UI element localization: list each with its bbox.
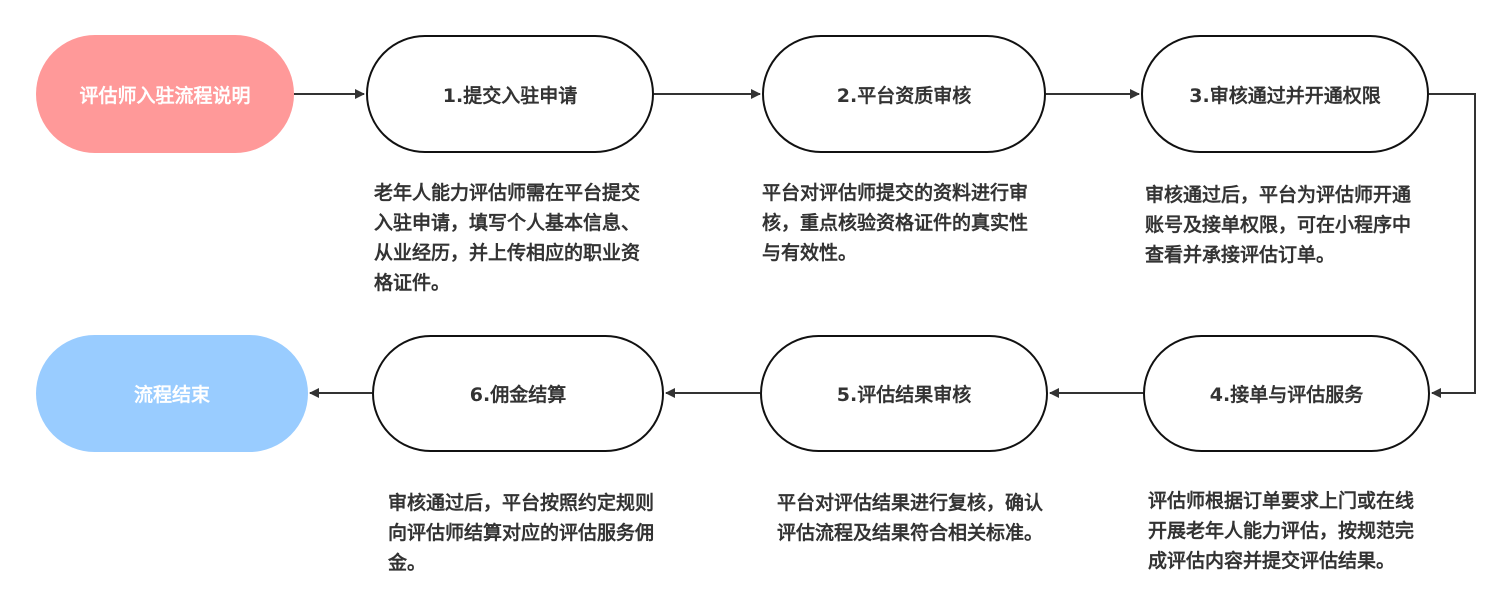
step-5-node: 5.评估结果审核 <box>760 335 1048 452</box>
step-6-description: 审核通过后，平台按照约定规则 向评估师结算对应的评估服务佣 金。 <box>388 492 655 574</box>
end-node: 流程结束 <box>36 335 308 452</box>
step-2-node: 2.平台资质审核 <box>762 35 1046 153</box>
step-3-description: 审核通过后，平台为评估师开通 账号及接单权限，可在小程序中 查看并承接评估订单。 <box>1145 184 1412 266</box>
start-node: 评估师入驻流程说明 <box>36 35 294 153</box>
step-4-node: 4.接单与评估服务 <box>1143 335 1430 452</box>
step-2-description: 平台对评估师提交的资料进行审 核，重点核验资格证件的真实性 与有效性。 <box>762 182 1029 264</box>
step-6-node: 6.佣金结算 <box>372 335 664 452</box>
step-4-description: 评估师根据订单要求上门或在线 开展老年人能力评估，按规范完 成评估内容并提交评估… <box>1148 490 1415 572</box>
arrow-3-to-4 <box>1429 93 1476 398</box>
step-1-description: 老年人能力评估师需在平台提交 入驻申请，填写个人基本信息、 从业经历，并上传相应… <box>374 182 641 294</box>
step-3-node: 3.审核通过并开通权限 <box>1141 35 1429 153</box>
step-1-node: 1.提交入驻申请 <box>366 35 654 153</box>
step-5-description: 平台对评估结果进行复核，确认 评估流程及结果符合相关标准。 <box>777 492 1044 544</box>
